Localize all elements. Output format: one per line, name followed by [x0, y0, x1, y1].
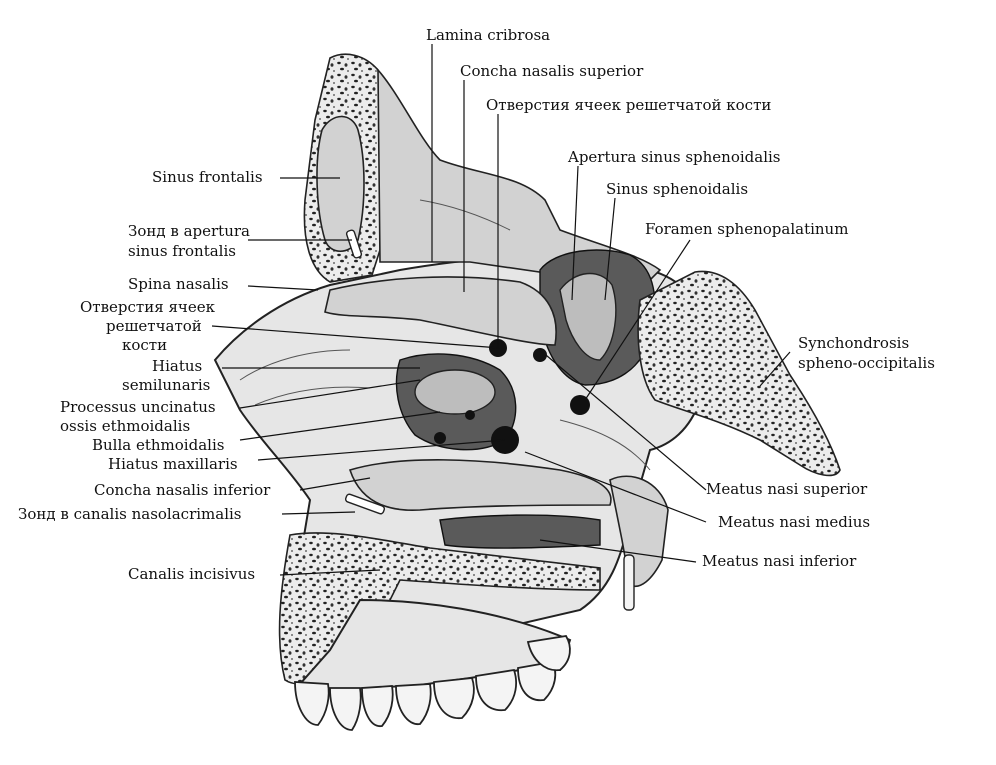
meatus-inferior-shadow	[439, 514, 601, 549]
ethmoid-opening-3	[434, 432, 446, 444]
label-canalis-incisivus: Canalis incisivus	[128, 565, 255, 583]
label-sinus-frontalis: Sinus frontalis	[152, 168, 263, 186]
label-meatus-nasi-medius: Meatus nasi medius	[718, 513, 870, 531]
sphenoid-septum	[559, 272, 617, 361]
label-meatus-nasi-inferior: Meatus nasi inferior	[702, 552, 857, 570]
label-synchondrosis-2: spheno-occipitalis	[798, 354, 935, 372]
label-otverstiya-left-1: Отверстия ячеек	[80, 298, 216, 316]
label-foramen-sphenopalatinum: Foramen sphenopalatinum	[645, 220, 848, 238]
synchondrosis-block	[637, 270, 841, 477]
label-sinus-sphenoidalis: Sinus sphenoidalis	[606, 180, 748, 198]
label-otverstiya-left-3: кости	[122, 336, 167, 354]
label-otverstiya-top: Отверстия ячеек решетчатой кости	[486, 96, 771, 114]
label-synchondrosis-1: Synchondrosis	[798, 334, 909, 352]
label-processus-uncinatus-2: ossis ethmoidalis	[60, 417, 190, 435]
label-zond-canalis: Зонд в canalis nasolacrimalis	[18, 505, 242, 523]
label-zond-apertura-2: sinus frontalis	[128, 242, 236, 260]
label-otverstiya-left-2: решетчатой	[106, 317, 202, 335]
label-zond-apertura-1: Зонд в apertura	[128, 222, 250, 240]
label-hiatus-semilunaris-2: semilunaris	[122, 376, 210, 394]
label-lamina-cribrosa: Lamina cribrosa	[426, 26, 550, 44]
probe-frontal	[345, 229, 363, 259]
labels: Lamina cribrosa Concha nasalis superior …	[18, 26, 935, 583]
bulla	[414, 369, 496, 415]
teeth	[294, 635, 571, 731]
label-hiatus-semilunaris-1: Hiatus	[152, 357, 202, 375]
hamulus	[623, 554, 635, 611]
probe-nasolacrimal	[344, 493, 386, 515]
ethmoid-opening-2	[533, 348, 547, 362]
concha-inferior	[348, 459, 612, 511]
label-meatus-nasi-superior: Meatus nasi superior	[706, 480, 868, 498]
label-concha-nasalis-superior: Concha nasalis superior	[460, 62, 644, 80]
label-spina-nasalis: Spina nasalis	[128, 275, 229, 293]
label-hiatus-maxillaris: Hiatus maxillaris	[108, 455, 238, 473]
leader-lines	[211, 44, 791, 576]
label-bulla-ethmoidalis: Bulla ethmoidalis	[92, 436, 224, 454]
ethmoid-upper	[377, 67, 662, 291]
label-concha-nasalis-inferior: Concha nasalis inferior	[94, 481, 271, 499]
ethmoid-opening-4	[465, 410, 475, 420]
label-apertura-sinus-sphenoidalis: Apertura sinus sphenoidalis	[567, 148, 781, 166]
frontal-sinus	[316, 115, 365, 253]
label-processus-uncinatus-1: Processus uncinatus	[60, 398, 216, 416]
